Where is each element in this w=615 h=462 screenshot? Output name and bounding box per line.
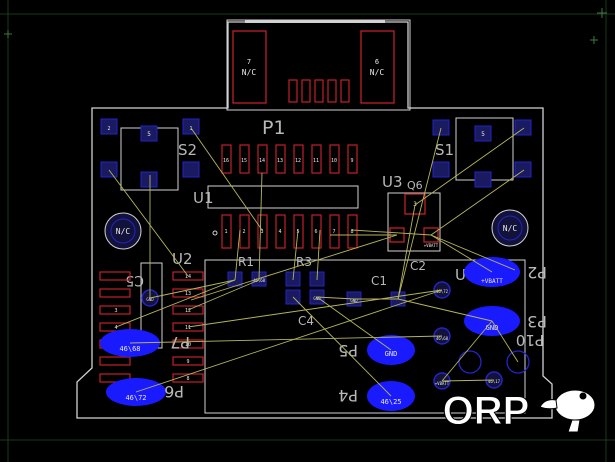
s2-pad-1: 1 [189, 126, 192, 132]
testpad-p7-net: 46\68 [119, 345, 140, 353]
u1-pads-bottom[interactable] [221, 214, 358, 249]
testpad-p2-net: +VBATT [481, 278, 503, 285]
u2-pin8: 8 [186, 376, 189, 382]
u1-body[interactable] [207, 185, 359, 209]
mounting-hole-left [104, 212, 142, 250]
mounting-hole-right [491, 209, 529, 247]
via-net-4672: 46\72 [436, 289, 449, 294]
connector-p1-outline [226, 19, 411, 111]
designator-p7: P7 [170, 333, 190, 352]
designator-u1: U1 [193, 189, 214, 207]
p1-pin7-label: 7 [247, 58, 251, 66]
switch-s2[interactable] [100, 118, 200, 191]
u2-pin9: 9 [186, 359, 189, 365]
testpad-p4-net: 46\25 [380, 398, 401, 406]
designator-r1: R1 [238, 255, 254, 269]
smd-r3[interactable] [285, 271, 325, 287]
p1-shield-pad-right[interactable] [360, 30, 395, 104]
c4-net: GND [313, 296, 321, 301]
hole-right-net: N/C [503, 224, 518, 233]
hole-left-net: N/C [116, 227, 131, 236]
designator-p1: P1 [262, 117, 286, 139]
p1-pin7-net: N/C [242, 68, 257, 77]
u2-pin10: 10 [185, 342, 191, 348]
board-outline [76, 21, 553, 419]
via-net-vbatt: +VBATT [435, 381, 450, 386]
u2-pin14: 14 [185, 274, 191, 280]
q6-pad-3[interactable] [404, 193, 426, 215]
p1-pin6-net: N/C [370, 68, 385, 77]
u4-body[interactable] [204, 259, 526, 414]
s2-pad-5: 5 [147, 131, 151, 138]
designator-u2: U2 [172, 250, 193, 268]
u1-pin4: 4 [278, 229, 281, 235]
designator-u3: U3 [382, 173, 403, 191]
p1-pin6-label: 6 [375, 58, 379, 66]
u1-pin9: 9 [350, 158, 353, 164]
u3-body[interactable] [387, 192, 441, 252]
u1-pin12: 12 [295, 158, 301, 164]
u2-pin11: 11 [185, 325, 191, 331]
u1-pads-top[interactable] [221, 144, 358, 174]
u1-pin2: 2 [242, 229, 245, 235]
u2-pin13: 13 [185, 291, 191, 297]
u1-pin10: 10 [331, 158, 337, 164]
u1-pin1: 1 [224, 229, 227, 235]
via-net-gnd: GND [146, 297, 154, 302]
u1-pin7: 7 [332, 229, 335, 235]
u1-pin8: 8 [350, 229, 353, 235]
orp-logo-text: ORP [443, 389, 530, 433]
testpad-p5-net: GND [385, 350, 398, 358]
u1-pin15: 15 [241, 158, 247, 164]
u1-pin11: 11 [313, 158, 319, 164]
testpad-p3-net: GND [486, 324, 499, 332]
s2-pad-2: 2 [107, 126, 110, 132]
designator-p10: P10 [516, 331, 544, 349]
designator-c1: C1 [371, 274, 387, 288]
u1-pin6: 6 [314, 229, 317, 235]
u1-pin16: 16 [223, 158, 229, 164]
r1-net: 46\68 [253, 278, 266, 283]
designator-p4: P4 [338, 386, 358, 405]
ratsnest-lines [108, 127, 525, 397]
via-net-4668: 46\68 [436, 336, 449, 341]
orp-mascot-icon [539, 389, 596, 433]
designator-p3: P3 [527, 312, 547, 331]
designator-c4: C4 [298, 314, 314, 328]
designator-q6: Q6 [407, 179, 423, 192]
designator-p2: P2 [527, 263, 547, 282]
q6-pad2-net: +VBATT [424, 243, 439, 248]
p1-shield-pad-left[interactable] [232, 30, 267, 104]
designator-s1: S1 [435, 141, 454, 159]
designator-s2: S2 [178, 141, 197, 159]
via-net-4617: 46\17 [488, 379, 501, 384]
c1-net: GND [350, 298, 358, 303]
orp-logo: ORP [442, 389, 596, 434]
u1-pin3: 3 [260, 229, 263, 235]
testpad-p6-net: 46\72 [125, 394, 146, 402]
u2-pin12: 12 [185, 308, 191, 314]
designator-c2: C2 [410, 259, 426, 273]
u1-pin1-marker [212, 230, 218, 236]
u2-pin3: 3 [114, 308, 117, 314]
switch-s1[interactable] [432, 117, 532, 188]
p10-battery-contact [458, 350, 530, 374]
designator-p5: P5 [338, 341, 358, 360]
designator-p6: P6 [164, 382, 184, 401]
u1-pin13: 13 [277, 158, 283, 164]
u1-pin14: 14 [259, 158, 265, 164]
designator-r3: R3 [296, 255, 312, 269]
connector-p1-tab [245, 20, 385, 23]
u2-pads-right[interactable] [172, 271, 204, 383]
u2-pin4: 4 [114, 325, 117, 331]
p1-signal-pads[interactable] [288, 79, 350, 103]
s1-pad-5: 5 [481, 131, 485, 138]
